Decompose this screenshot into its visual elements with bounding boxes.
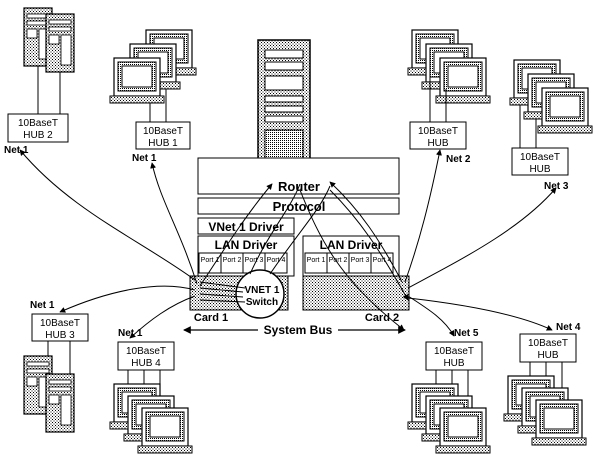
card-2-label: Card 2 <box>365 312 399 324</box>
port-label: Port 4 <box>373 257 392 264</box>
net-label: Net 5 <box>454 328 479 339</box>
port-label: Port 1 <box>201 257 220 264</box>
port-label: Port 2 <box>329 257 348 264</box>
port-label: Port 3 <box>351 257 370 264</box>
net-label: Net 4 <box>556 322 581 333</box>
servers-top-left-icon <box>23 7 75 114</box>
net-label: Net 1 <box>132 153 157 164</box>
hub-4: 10BaseT HUB 4 <box>117 341 175 371</box>
hub-line1: 10BaseT <box>528 338 568 349</box>
port-label: Port 1 <box>307 257 326 264</box>
net-label: Net 2 <box>446 154 471 165</box>
vnet-driver-label: VNet 1 Driver <box>208 220 284 234</box>
pcs-top-right-icon <box>407 29 491 122</box>
protocol-label: Protocol <box>273 199 326 214</box>
vnet-switch: VNET 1 Switch <box>235 269 285 319</box>
card2-ports: Port 1 Port 2 Port 3 Port 4 <box>304 252 394 274</box>
hub-line2: HUB <box>443 358 464 369</box>
hub-top-right-1: 10BaseT HUB <box>409 121 467 150</box>
card1-ports: Port 1 Port 2 Port 3 Port 4 <box>198 252 288 274</box>
hub-line1: 10BaseT <box>418 126 458 137</box>
hub-line2: HUB <box>427 138 448 149</box>
pcs-bottom-icon <box>109 370 193 454</box>
hub-3-line2: HUB 3 <box>45 330 75 341</box>
hub-2-line2: HUB 2 <box>23 130 53 141</box>
central-server-icon <box>257 39 311 173</box>
hub-2: 10BaseT HUB 2 <box>7 113 69 143</box>
net-label: Net 1 <box>4 145 29 156</box>
lan-driver-1-label: LAN Driver <box>215 238 278 252</box>
hub-1: 10BaseT HUB 1 <box>135 121 191 150</box>
port-label: Port 2 <box>223 257 242 264</box>
hub-line2: HUB <box>529 164 550 175</box>
hub-4-line1: 10BaseT <box>126 346 166 357</box>
port-label: Port 4 <box>267 257 286 264</box>
hub-1-line2: HUB 1 <box>148 138 178 149</box>
net-label: Net 1 <box>30 300 55 311</box>
router-box: Router <box>197 157 400 195</box>
pcs-bottom-right-icon <box>407 370 491 454</box>
hub-bottom-right-2: 10BaseT HUB <box>519 333 577 363</box>
hub-2-line1: 10BaseT <box>18 118 58 129</box>
net-label: Net 3 <box>544 181 569 192</box>
lan-driver-2-label: LAN Driver <box>320 238 383 252</box>
hub-bottom-right-1: 10BaseT HUB <box>425 341 483 371</box>
vnet-switch-line2: Switch <box>246 297 278 308</box>
hub-4-line2: HUB 4 <box>131 358 161 369</box>
protocol-box: Protocol <box>197 197 400 215</box>
card-1-label: Card 1 <box>194 312 228 324</box>
port-label: Port 3 <box>245 257 264 264</box>
servers-bottom-left-icon <box>23 341 75 433</box>
card-2: Card 2 <box>302 275 410 324</box>
system-bus-label: System Bus <box>264 323 333 337</box>
vnet-switch-line1: VNET 1 <box>244 285 279 296</box>
hub-3-line1: 10BaseT <box>40 318 80 329</box>
hub-top-right-2: 10BaseT HUB <box>511 147 569 176</box>
system-bus: System Bus <box>183 323 406 337</box>
hub-line2: HUB <box>537 350 558 361</box>
pcs-far-bottom-right-icon <box>503 362 587 446</box>
connection-lines <box>19 149 557 339</box>
hub-3: 10BaseT HUB 3 <box>31 313 89 342</box>
hub-line1: 10BaseT <box>434 346 474 357</box>
hub-1-line1: 10BaseT <box>143 126 183 137</box>
pcs-far-right-icon <box>509 59 593 148</box>
hub-line1: 10BaseT <box>520 152 560 163</box>
pcs-top-icon <box>109 29 197 122</box>
